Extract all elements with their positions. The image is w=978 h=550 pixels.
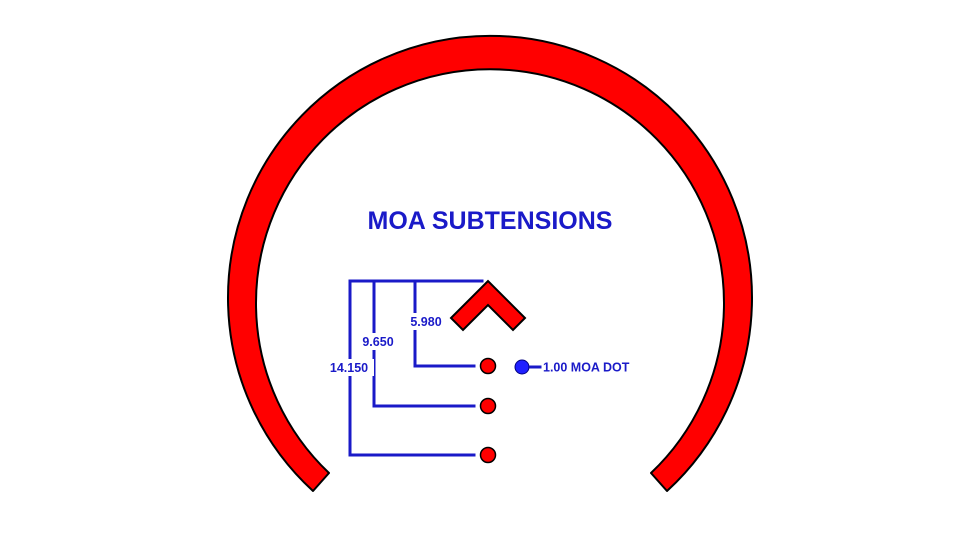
dot-size-label: 1.00 MOA DOT — [543, 361, 630, 375]
holdover-dot-icon — [479, 357, 497, 375]
holdover-dot-icon — [479, 397, 497, 415]
chevron-up-icon — [449, 279, 527, 332]
subtension-label-14150: 14.150 — [330, 361, 368, 375]
reference-dot-icon — [514, 359, 530, 375]
subtension-label-9650: 9.650 — [362, 335, 393, 349]
holdover-dot-icon — [479, 446, 497, 464]
diagram-title: MOA SUBTENSIONS — [368, 207, 613, 235]
horseshoe-ring-icon — [227, 34, 753, 492]
subtension-label-5980: 5.980 — [410, 315, 441, 329]
